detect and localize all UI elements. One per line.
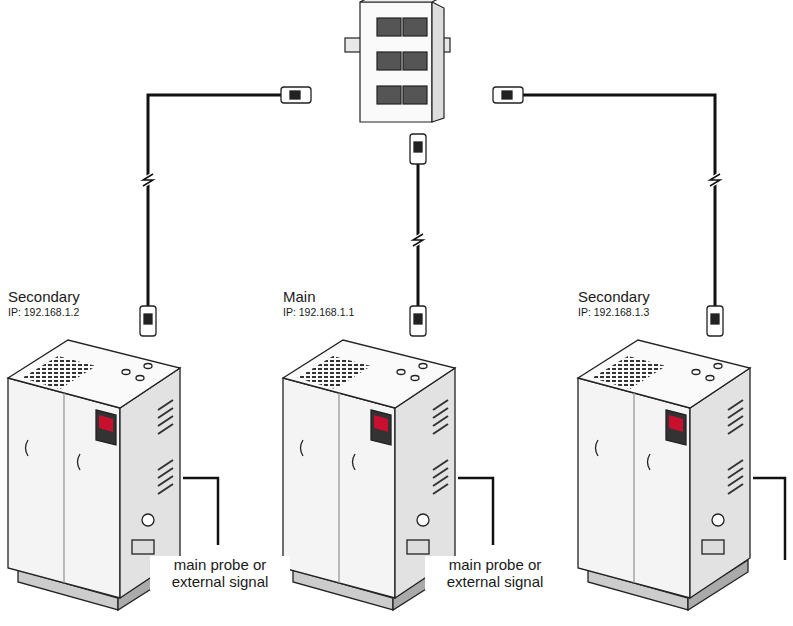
cable-break bbox=[143, 174, 720, 246]
controller-unit: SecondaryIP: 192.168.1.3 bbox=[578, 288, 754, 613]
network-switch bbox=[345, 0, 450, 122]
controller-cabinet bbox=[8, 340, 750, 610]
rj45-plug bbox=[281, 87, 311, 103]
controller-cabinet bbox=[578, 340, 750, 610]
unit-role: Secondary bbox=[578, 288, 650, 305]
unit-role: Secondary bbox=[8, 288, 80, 305]
probe-wire bbox=[183, 478, 785, 560]
unit-role: Main bbox=[283, 288, 316, 305]
probe-label: main probe or external signal bbox=[425, 556, 565, 590]
rj45-plug bbox=[410, 134, 426, 164]
ip-address: IP: 192.168.1.2 bbox=[8, 306, 79, 318]
ip-address: IP: 192.168.1.3 bbox=[578, 306, 649, 318]
rj45-plug bbox=[707, 306, 723, 336]
rj45-plug bbox=[140, 87, 723, 336]
ethernet-cable bbox=[148, 95, 715, 312]
rj45-plug bbox=[140, 306, 156, 336]
rj45-plug bbox=[410, 306, 426, 336]
probe-label: main probe or external signal bbox=[150, 556, 290, 590]
rj45-plug bbox=[493, 87, 523, 103]
ip-address: IP: 192.168.1.1 bbox=[283, 306, 354, 318]
